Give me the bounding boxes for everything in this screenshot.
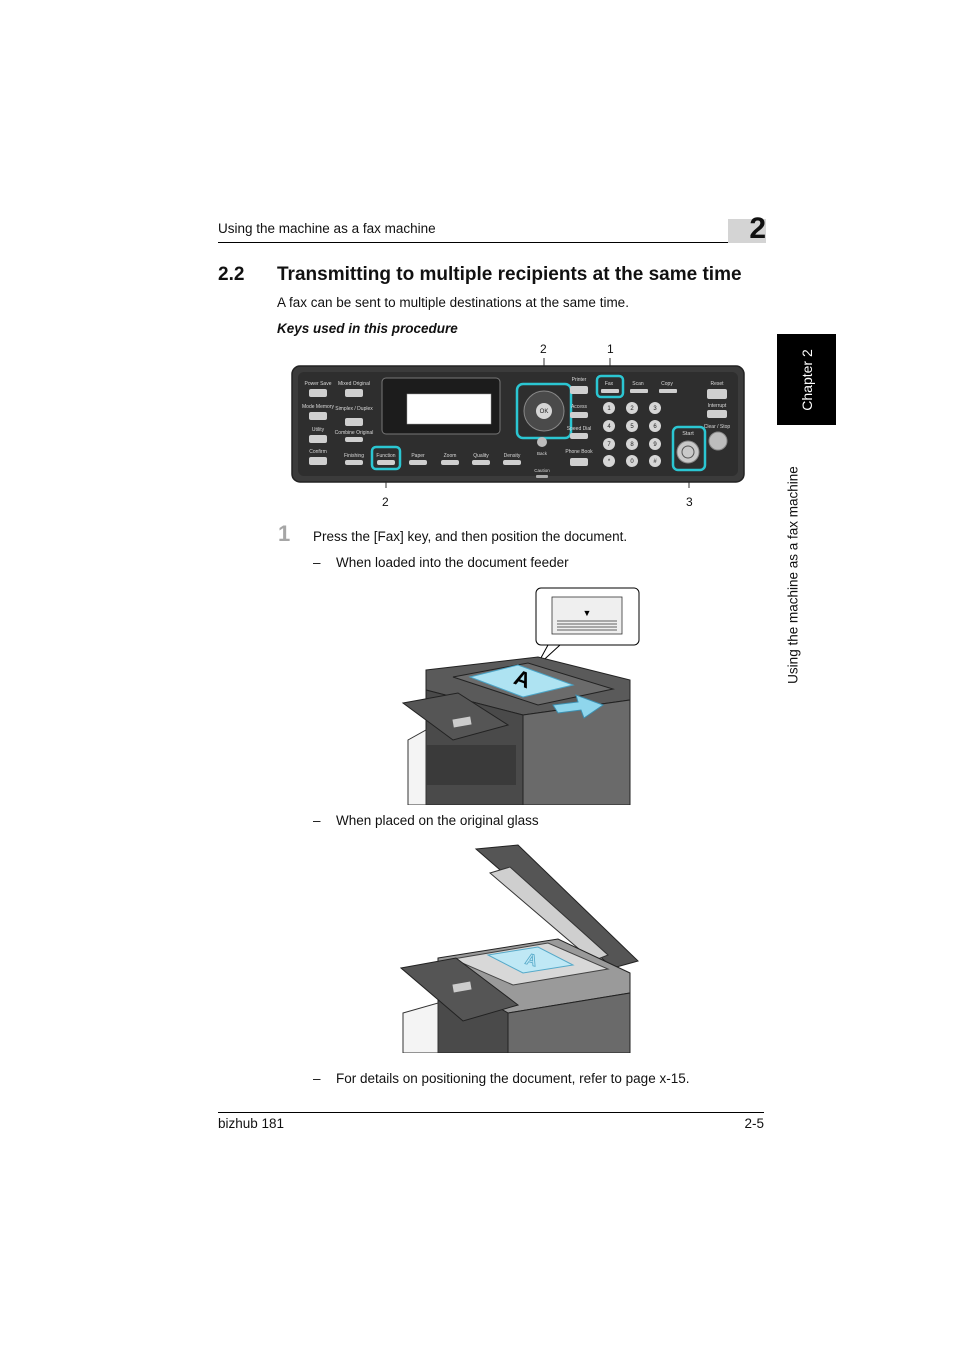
callout-2-top: 2	[540, 342, 547, 356]
label-function: Function	[376, 453, 395, 459]
label-clear-stop: Clear / Stop	[704, 424, 731, 430]
bullet-glass: When placed on the original glass	[336, 813, 539, 828]
keypad-star: *	[608, 459, 611, 465]
section-title: Transmitting to multiple recipients at t…	[277, 264, 742, 285]
label-interrupt: Interrupt	[708, 403, 727, 409]
function-key-highlight	[370, 445, 402, 471]
keypad-1: 1	[607, 406, 611, 412]
footer-rule	[218, 1112, 764, 1113]
chapter-number-box	[728, 219, 766, 243]
indicator-glyph: ▼	[583, 608, 592, 618]
label-density: Density	[504, 453, 521, 459]
label-utility: Utility	[312, 427, 325, 433]
label-combine-original: Combine Original	[335, 430, 374, 436]
start-key-highlight	[671, 425, 707, 472]
keypad-5: 5	[630, 424, 634, 430]
keypad-4: 4	[607, 424, 611, 430]
callout-3-bottom: 3	[686, 495, 693, 509]
keys-heading: Keys used in this procedure	[277, 321, 458, 336]
section-tab-text: Using the machine as a fax machine	[785, 466, 801, 684]
header-rule	[218, 242, 736, 243]
keypad-8: 8	[630, 442, 634, 448]
caution-label: Caution	[534, 468, 550, 473]
keypad-9: 9	[653, 442, 657, 448]
bullet-dash: –	[313, 555, 321, 570]
document-feeder-illustration: ▼ A	[401, 587, 640, 805]
label-scan: Scan	[632, 381, 644, 387]
label-printer: Printer	[572, 377, 587, 383]
bullet-dash: –	[313, 813, 321, 828]
label-phone-book: Phone Book	[565, 449, 593, 455]
keypad-7: 7	[607, 442, 611, 448]
step-number: 1	[278, 521, 291, 546]
back-key-label: Back	[537, 451, 548, 456]
keypad-hash: #	[653, 459, 657, 465]
keypad-0: 0	[630, 459, 634, 465]
bullet-feeder: When loaded into the document feeder	[336, 555, 569, 570]
label-simplex-duplex: Simplex / Duplex	[335, 406, 373, 412]
bullet-reference: For details on positioning the document,…	[336, 1071, 690, 1086]
label-speed-dial: Speed Dial	[567, 426, 591, 432]
label-copy: Copy	[661, 381, 673, 387]
ok-key-label: OK	[540, 409, 549, 415]
keypad-6: 6	[653, 424, 657, 430]
label-mode-memory: Mode Memory	[302, 404, 334, 410]
section-intro: A fax can be sent to multiple destinatio…	[277, 295, 629, 310]
chapter-tab	[777, 334, 836, 425]
label-paper: Paper	[411, 453, 425, 459]
label-quality: Quality	[473, 453, 489, 459]
keypad-2: 2	[630, 406, 634, 412]
label-power-save: Power Save	[305, 381, 332, 387]
label-mixed-original: Mixed Original	[338, 381, 370, 387]
chapter-number: 2	[749, 212, 766, 245]
fax-key-highlight	[595, 374, 625, 399]
label-reset: Reset	[710, 381, 724, 387]
chapter-tab-text: Chapter 2	[798, 348, 815, 411]
glass-document-letter: A	[523, 951, 539, 971]
chapter-tab-label: Chapter 2	[777, 334, 836, 425]
step-text: Press the [Fax] key, and then position t…	[313, 529, 628, 544]
label-start: Start	[682, 431, 694, 437]
label-access: Access	[571, 404, 588, 410]
label-confirm: Confirm	[309, 449, 327, 455]
original-glass-illustration: A	[399, 844, 639, 1053]
callout-2-bottom: 2	[382, 495, 389, 509]
bullet-dash: –	[313, 1071, 321, 1086]
label-zoom: Zoom	[444, 453, 457, 459]
section-tab-label: Using the machine as a fax machine	[777, 440, 809, 710]
callout-1-top: 1	[607, 342, 614, 356]
footer-page-number: 2-5	[744, 1116, 764, 1131]
label-fax: Fax	[605, 381, 614, 387]
keypad-3: 3	[653, 406, 657, 412]
footer-product: bizhub 181	[218, 1116, 285, 1131]
label-finishing: Finishing	[344, 453, 364, 459]
running-header: Using the machine as a fax machine	[218, 221, 436, 236]
control-panel-illustration: Power Save Mode Memory Utility Confirm M…	[291, 358, 745, 488]
section-number: 2.2	[218, 264, 245, 285]
